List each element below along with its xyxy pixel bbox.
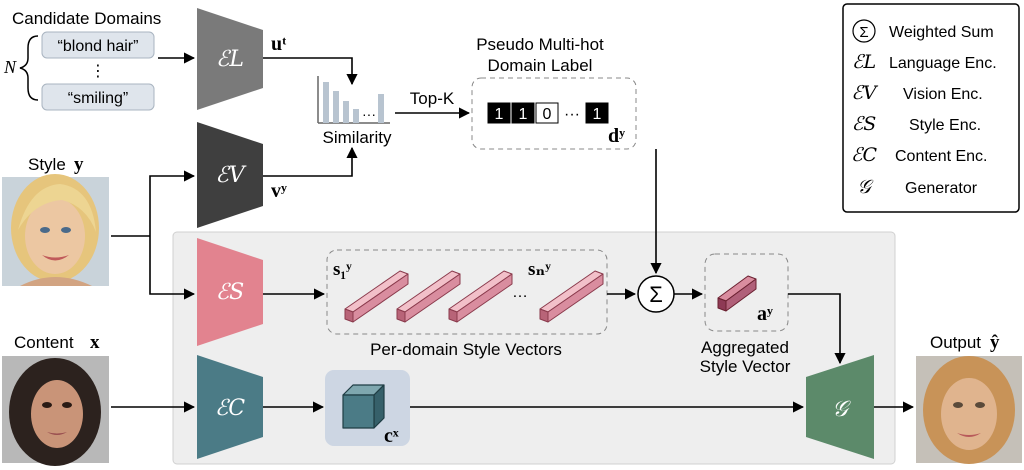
similarity-bar-1 xyxy=(323,82,329,123)
aggregated-box xyxy=(704,253,789,332)
legend-symbol-content: ℰC xyxy=(851,144,878,166)
candidate-ellipsis: ⋮ xyxy=(90,63,106,80)
similarity-bar-3 xyxy=(343,101,349,123)
style-vector-ellipsis: … xyxy=(512,284,528,301)
d-y-label: dʸ xyxy=(608,125,625,147)
style-encoder-label: ℰS xyxy=(216,280,244,305)
legend-label-vision: Vision Enc. xyxy=(903,86,983,103)
legend-label-content: Content Enc. xyxy=(895,148,988,165)
pseudo-cell-2: 1 xyxy=(519,106,528,123)
pseudo-label-cells xyxy=(487,102,609,124)
legend-symbol-language: ℰL xyxy=(852,51,876,73)
vision-encoder-label: ℰV xyxy=(215,163,246,188)
content-encoder xyxy=(197,355,263,459)
similarity-bar-4 xyxy=(353,109,359,123)
pseudo-title-line1: Pseudo Multi-hot xyxy=(476,35,604,54)
style-image xyxy=(2,174,109,286)
content-input-var: x xyxy=(90,332,100,353)
style-vectors xyxy=(344,270,604,323)
connectors xyxy=(111,52,915,413)
language-encoder-label: ℰL xyxy=(216,47,244,72)
s1-label: s₁ʸ xyxy=(333,259,352,280)
arrow-v-to-similarity xyxy=(263,146,358,177)
candidate-box-blond xyxy=(41,31,155,59)
candidate-item-smiling: “smiling” xyxy=(68,90,128,107)
per-domain-caption: Per-domain Style Vectors xyxy=(370,340,562,359)
u-t-label: uᵗ xyxy=(271,33,287,55)
generator xyxy=(806,355,874,459)
output-label: Output xyxy=(930,333,981,352)
legend-label-style: Style Enc. xyxy=(909,117,981,134)
legend-symbol-weighted-sum: Σ xyxy=(859,24,868,41)
legend-box xyxy=(842,3,1020,213)
arrow-style-to-styleenc xyxy=(149,236,196,300)
v-y-label: vʸ xyxy=(271,180,287,202)
similarity-bar-5 xyxy=(378,94,384,123)
vision-encoder xyxy=(197,122,263,228)
arrow-aggregated-to-generator xyxy=(788,293,846,365)
output-var: ŷ xyxy=(990,332,1000,353)
style-vector-2 xyxy=(396,270,461,323)
similarity-chart: ··· xyxy=(317,76,390,124)
legend-sum-circle xyxy=(852,19,876,43)
candidate-item-blond: “blond hair” xyxy=(58,38,139,55)
candidate-domains-title: Candidate Domains xyxy=(12,9,161,28)
style-vector-n xyxy=(539,270,604,323)
topk-label: Top-K xyxy=(410,89,455,108)
similarity-bar-2 xyxy=(333,91,339,123)
pseudo-cell-3: 0 xyxy=(543,106,552,123)
style-vector-1 xyxy=(344,270,409,323)
c-x-label: cˣ xyxy=(384,425,399,447)
pseudo-cell-last: 1 xyxy=(593,106,602,123)
per-domain-box xyxy=(326,249,608,335)
pseudo-cell-1: 1 xyxy=(495,106,504,123)
content-input-label: Content xyxy=(14,333,74,352)
generator-label: 𝒢 xyxy=(832,397,851,422)
similarity-label: Similarity xyxy=(323,128,392,147)
style-encoder xyxy=(197,238,263,346)
pseudo-title-line2: Domain Label xyxy=(488,56,593,75)
sn-label: sₙʸ xyxy=(528,259,551,280)
legend-symbol-style: ℰS xyxy=(852,113,877,135)
content-image xyxy=(2,356,109,466)
a-y-label: aʸ xyxy=(757,303,773,325)
weighted-sum-symbol: Σ xyxy=(649,282,663,307)
output-image xyxy=(916,356,1022,464)
legend-symbol-vision: ℰV xyxy=(851,82,879,104)
n-symbol: N xyxy=(3,57,17,77)
content-encoder-label: ℰC xyxy=(215,396,245,421)
style-input-var: y xyxy=(74,154,84,175)
language-encoder xyxy=(197,8,263,110)
arrow-u-to-similarity xyxy=(263,57,358,86)
pseudo-cell-dots: ··· xyxy=(564,106,580,123)
aggregated-caption-line1: Aggregated xyxy=(701,338,789,357)
candidate-box-smiling xyxy=(41,83,155,111)
content-cube xyxy=(342,384,385,429)
legend-symbol-generator: 𝒢 xyxy=(857,176,874,198)
style-input-label: Style xyxy=(28,155,66,174)
similarity-dots: ··· xyxy=(362,106,376,122)
candidate-brace xyxy=(19,35,39,101)
legend-label-weighted-sum: Weighted Sum xyxy=(889,24,994,41)
aggregated-style-vector xyxy=(717,275,757,312)
style-vector-3 xyxy=(448,270,513,323)
aggregated-caption-line2: Style Vector xyxy=(700,357,791,376)
legend-label-language: Language Enc. xyxy=(889,55,997,72)
arrow-style-to-vision xyxy=(149,170,196,236)
legend-label-generator: Generator xyxy=(905,180,978,197)
